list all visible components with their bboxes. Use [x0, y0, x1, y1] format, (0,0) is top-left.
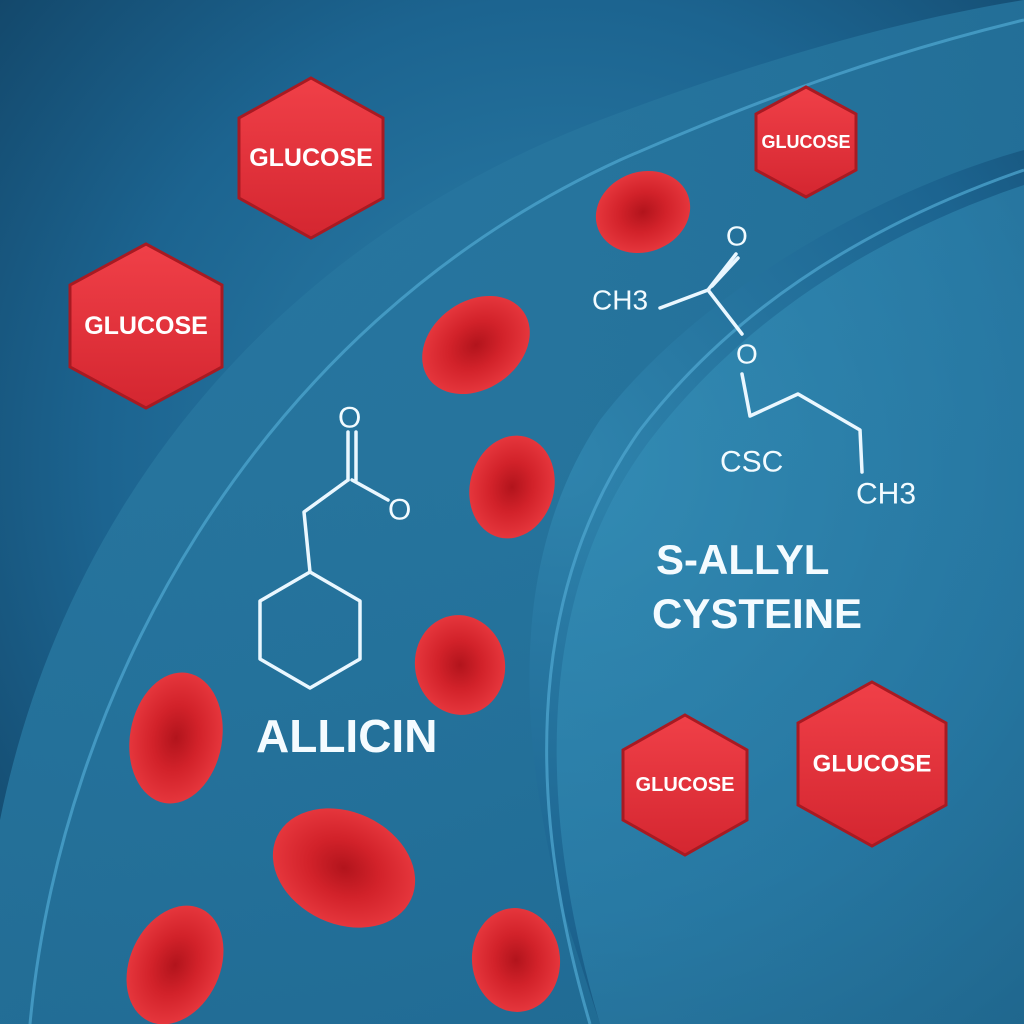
red-blood-cell: [422, 295, 530, 395]
glucose-label: GLUCOSE: [813, 751, 932, 778]
sac-methyl-group: CH3: [592, 285, 648, 316]
red-blood-cell: [469, 435, 555, 539]
red-blood-cell: [595, 170, 691, 254]
allicin-oxygen-atom: O: [338, 402, 361, 435]
red-blood-cell: [126, 905, 224, 1024]
allicin-oxygen-atom: O: [388, 494, 411, 527]
glucose-hexagon: GLUCOSE: [754, 85, 858, 199]
sac-oxygen-atom: O: [726, 221, 748, 252]
red-blood-cell: [471, 908, 561, 1012]
allicin-structure: O O ALLICIN: [256, 402, 437, 763]
glucose-hexagon: GLUCOSE: [68, 242, 224, 410]
red-blood-cell: [272, 808, 416, 928]
glucose-label: GLUCOSE: [761, 132, 850, 152]
vessel-inner-wall: [545, 168, 1024, 1024]
glucose-label: GLUCOSE: [84, 312, 208, 340]
s-allyl-cysteine-structure: O CH3 O CSC CH3 S-ALLYL CYSTEINE: [592, 221, 916, 638]
glucose-label: GLUCOSE: [636, 774, 735, 796]
red-blood-cells: [126, 170, 691, 1024]
red-blood-cell: [129, 672, 223, 804]
allicin-label: ALLICIN: [256, 710, 437, 762]
sac-methyl-group: CH3: [856, 478, 916, 511]
vessel-outer-wall: [28, 18, 1024, 1024]
red-blood-cell: [414, 615, 506, 715]
s-allyl-cysteine-label-line2: CYSTEINE: [652, 590, 862, 637]
glucose-hexagon: GLUCOSE: [621, 713, 749, 857]
glucose-hexagon: GLUCOSE: [237, 76, 385, 240]
s-allyl-cysteine-label-line1: S-ALLYL: [656, 536, 829, 583]
sac-oxygen-atom: O: [736, 339, 758, 370]
glucose-molecules: GLUCOSE GLUCOSE GLUCOSE GLUCOSE GLUCOSE: [68, 76, 948, 857]
glucose-hexagon: GLUCOSE: [796, 680, 948, 848]
glucose-label: GLUCOSE: [249, 144, 373, 172]
sac-csc-group: CSC: [720, 446, 783, 479]
